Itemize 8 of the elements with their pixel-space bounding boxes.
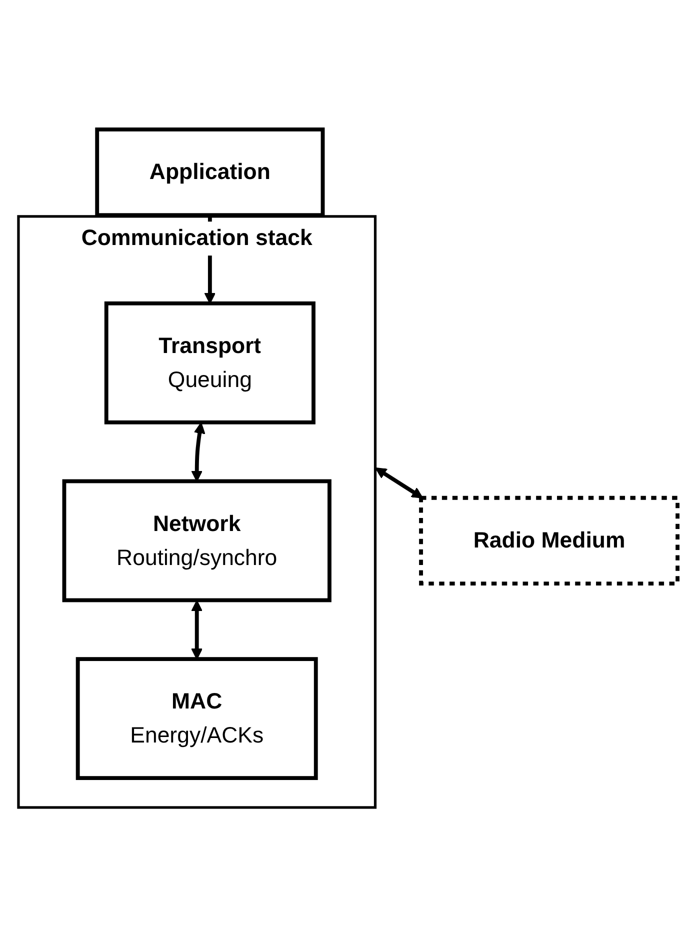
arrow (191, 422, 206, 482)
node-box: MAC Energy/ACKs (76, 656, 318, 780)
node-box: Transport Queuing (104, 300, 316, 424)
arrow (191, 600, 203, 660)
node-box: Application (95, 127, 325, 217)
arrow (375, 467, 424, 498)
node-box: Network Routing/synchro (62, 478, 332, 602)
node-box: Radio Medium (419, 495, 680, 586)
